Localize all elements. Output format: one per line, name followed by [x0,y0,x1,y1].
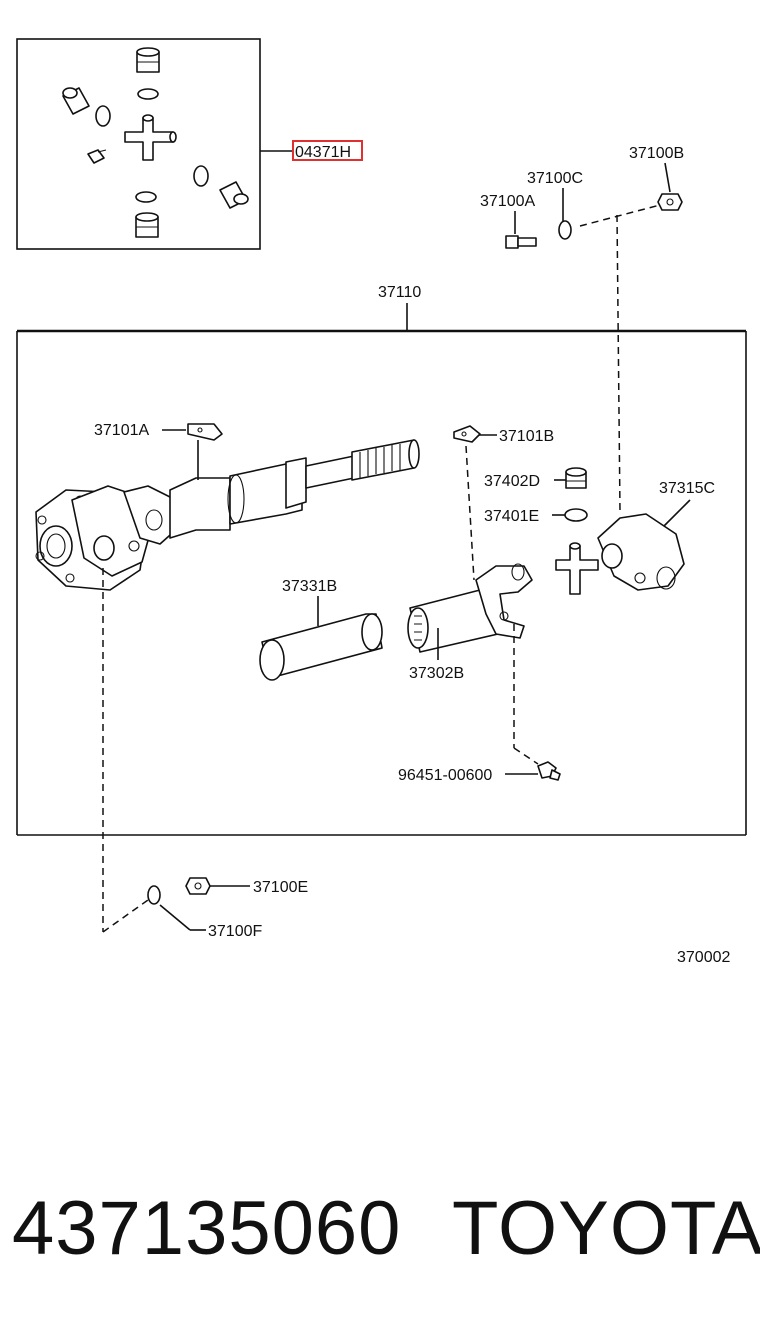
label-37101B: 37101B [499,428,554,445]
brand-name: TOYOTA [452,1186,760,1271]
label-37100E: 37100E [253,879,308,896]
snap-ring-icon [193,165,209,187]
nut-icon [185,877,211,895]
label-37401E: 37401E [484,508,539,525]
grease-fitting-icon [537,761,561,781]
propeller-shaft-assembly: 37110 [16,284,747,932]
bearing-cup-icon [62,87,90,115]
bottom-fasteners-group: 37100E 37100F 370002 [102,877,730,966]
bearing-cup-icon [219,181,249,209]
kit-part-label: 04371H [295,144,351,161]
diagram-reference-number: 370002 [677,949,730,966]
label-96451-00600: 96451-00600 [398,767,492,784]
label-37110: 37110 [378,284,421,301]
balance-weight-icon [453,425,481,443]
part-number: 437135060 [12,1186,402,1271]
label-37100B: 37100B [629,145,684,162]
snap-ring-icon [135,191,157,203]
label-37100A: 37100A [480,193,535,210]
spider-cross-icon [555,542,599,595]
snap-ring-icon [564,508,588,522]
label-37331B: 37331B [282,578,337,595]
bearing-cup-icon [135,212,159,238]
bolt-icon [505,235,537,249]
spider-cross-icon [124,114,177,161]
bearing-cup-icon [136,47,160,73]
flange-bolts-group: 37100B 37100C 37100A [480,145,684,513]
washer-icon [147,885,161,905]
label-37100C: 37100C [527,170,583,187]
label-37315C: 37315C [659,480,715,497]
universal-joint-icon [71,485,179,577]
sleeve-yoke-icon [407,563,533,653]
balance-weight-icon [187,423,223,441]
dust-boot-icon [259,613,383,681]
kit-label-highlight [292,140,363,161]
bearing-cup-icon [565,467,587,489]
label-37402D: 37402D [484,473,540,490]
label-37100F: 37100F [208,923,262,940]
label-37302B: 37302B [409,665,464,682]
grease-fitting-icon [87,149,107,164]
flange-yoke-icon [597,513,685,591]
shaft-tube-icon [169,439,420,539]
spider-kit-inset: 04371H [16,38,363,250]
label-37101A: 37101A [94,422,149,439]
washer-icon [558,220,572,240]
nut-icon [657,193,683,211]
snap-ring-icon [95,105,111,127]
snap-ring-icon [137,88,159,100]
